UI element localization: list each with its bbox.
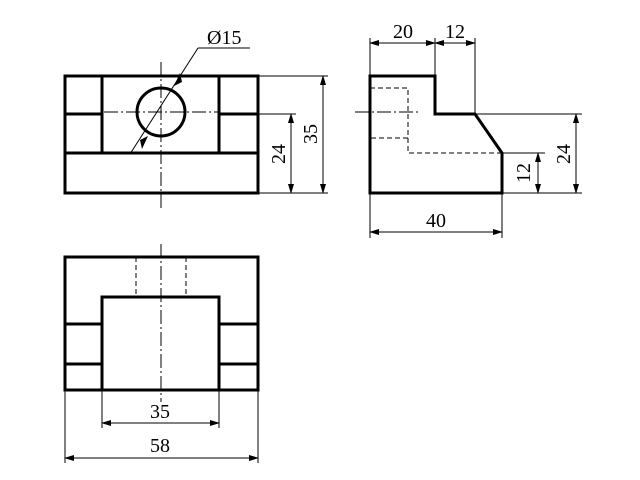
hole-diameter-label: Ø15 xyxy=(207,27,241,49)
front-height-24-label: 24 xyxy=(268,144,290,164)
top-view: 35 58 xyxy=(63,244,260,463)
side-view: 20 12 24 12 40 xyxy=(355,21,582,238)
front-height-35-label: 35 xyxy=(300,124,322,144)
front-view: Ø15 24 35 xyxy=(63,27,328,208)
side-width-20-label: 20 xyxy=(393,21,413,43)
side-height-12-label: 12 xyxy=(513,163,535,183)
hole-diameter-arrow-top xyxy=(174,73,182,86)
side-view-hidden-slot xyxy=(407,138,502,154)
side-width-40-label: 40 xyxy=(426,210,446,232)
side-view-outline xyxy=(368,74,504,195)
hole-diameter-arrow-bottom xyxy=(140,136,148,149)
hole-diameter-leader xyxy=(129,47,199,155)
top-width-58-label: 58 xyxy=(150,435,170,457)
side-width-12-label: 12 xyxy=(445,21,465,43)
side-height-24-label: 24 xyxy=(553,144,575,164)
side-view-hidden-hole xyxy=(370,87,409,139)
top-width-35-label: 35 xyxy=(150,401,170,423)
